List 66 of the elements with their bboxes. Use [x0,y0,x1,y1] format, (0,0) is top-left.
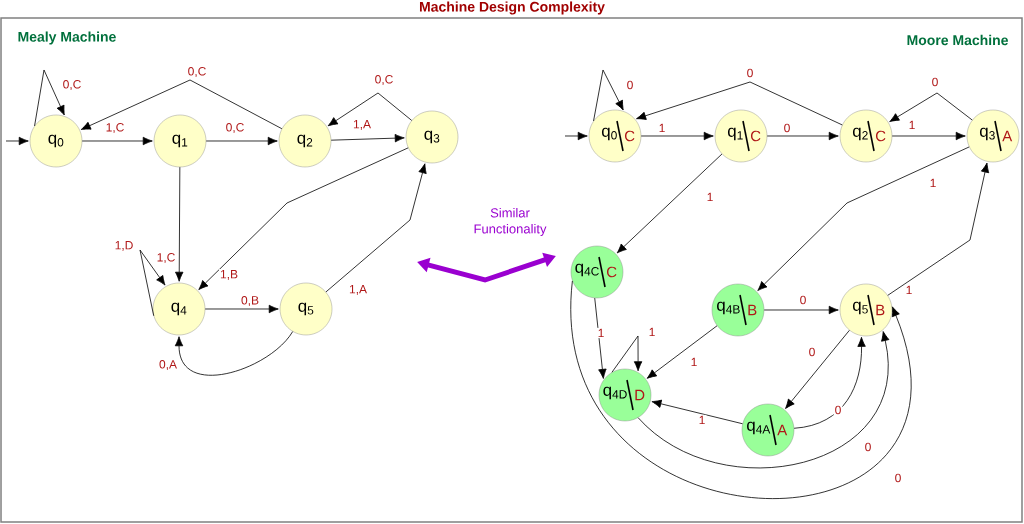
edge-label: 1 [907,119,917,131]
edge-label: 0 [833,404,843,416]
edge-label: 0,C [186,66,208,78]
edge-label: 1 [689,356,699,368]
arrow [80,79,283,130]
arrow [636,81,843,126]
edge-label: 1,A [352,119,372,131]
arrow [325,163,427,293]
edge-label: 1 [697,414,707,426]
edge-label: 0 [863,441,873,453]
edge-label: 0,C [373,74,395,86]
arrow [766,131,839,141]
arrow [757,146,970,291]
note: Similar Functionality [474,207,547,237]
arrow [81,136,153,146]
edge-label: 0,C [61,79,83,91]
arrow [793,336,866,429]
arrow [34,69,65,127]
arrow [637,331,890,468]
edge-label: 0 [893,472,903,484]
edge-label: 1 [928,177,938,189]
arrow [889,92,973,123]
arrow [646,325,718,379]
edge-label: 0 [807,346,817,358]
edge-label: 0 [782,122,792,134]
arrow [763,305,839,315]
arrow [327,92,413,127]
edge-label: 1,C [104,122,126,134]
edge-label: 0 [798,294,808,306]
edge-label: 0 [745,67,755,79]
edge-label: 1,D [113,240,135,252]
arrow [891,131,966,141]
edge-label: 0,A [158,359,178,371]
arrow [887,162,990,296]
arrow [205,136,278,146]
edge-label: 0 [625,79,635,91]
arrow [611,335,643,373]
arrow [204,304,279,314]
edge-label: 1,A [348,284,368,296]
arrow [616,153,723,254]
arrow [198,147,409,290]
arrow [174,331,294,376]
arrow [593,69,624,122]
edge-label: 1 [596,327,606,339]
arrow [175,166,184,282]
edge-label: 1 [904,284,914,296]
arrow [139,249,166,317]
edge-label: 1 [705,191,715,203]
edge-label: 1,B [219,269,239,281]
title: Machine Design Complexity [420,1,605,15]
arrow [572,280,912,499]
arrow [5,136,29,146]
edge-label: 0 [930,76,940,88]
heading: Moore Machine [907,34,1008,46]
edge-label: 1,C [155,252,177,264]
arrow [651,399,743,425]
arrow [564,131,588,141]
arrow [594,297,607,379]
heading: Mealy Machine [18,31,116,45]
arrow [330,134,405,143]
edge-label: 1 [657,122,667,134]
edge-label: 1 [647,326,657,338]
arrow [785,329,850,409]
arrow [640,131,714,141]
edge-label: 0,C [224,122,246,134]
edge-label: 0,B [240,295,260,307]
